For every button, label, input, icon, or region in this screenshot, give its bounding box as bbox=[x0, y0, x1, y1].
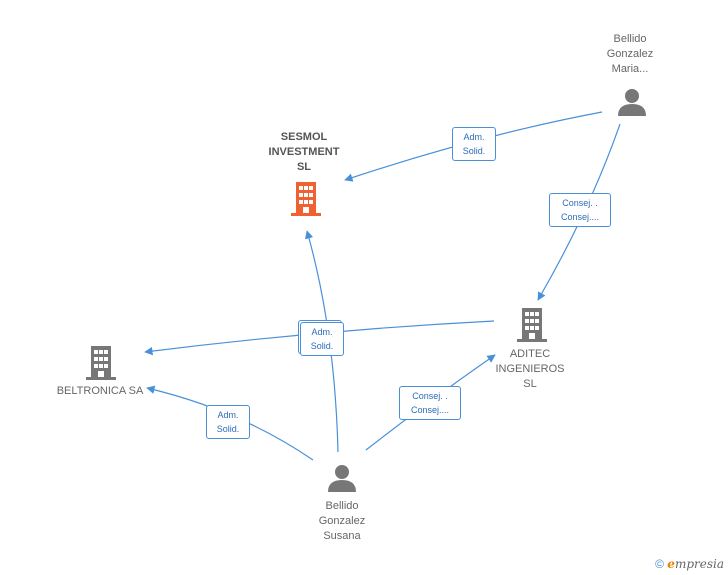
edge-label-susana-beltronica[interactable]: Adm. Solid. bbox=[206, 405, 250, 439]
node-label-sesmol[interactable]: SESMOL INVESTMENT SL bbox=[268, 131, 340, 173]
node-label-susana[interactable]: Bellido Gonzalez Susana bbox=[318, 500, 366, 542]
node-label-aditec[interactable]: ADITEC INGENIEROS SL bbox=[495, 348, 565, 390]
brand-logo: empresia bbox=[667, 557, 724, 571]
building-icon[interactable] bbox=[517, 308, 547, 342]
footer-brand[interactable]: © empresia bbox=[655, 557, 724, 571]
edge-label-maria-aditec[interactable]: Consej. . Consej.... bbox=[549, 193, 611, 227]
person-icon[interactable] bbox=[618, 89, 646, 116]
edge-label-susana-sesmol[interactable]: Adm. Solid. bbox=[300, 322, 344, 356]
edge-label-susana-aditec[interactable]: Consej. . Consej.... bbox=[399, 386, 461, 420]
node-label-maria[interactable]: Bellido Gonzalez Maria... bbox=[606, 33, 654, 75]
node-label-beltronica[interactable]: BELTRONICA SA bbox=[56, 385, 144, 397]
copyright-icon: © bbox=[655, 557, 664, 571]
person-icon[interactable] bbox=[328, 465, 356, 492]
edge-label-maria-sesmol[interactable]: Adm. Solid. bbox=[452, 127, 496, 161]
building-icon[interactable] bbox=[291, 182, 321, 216]
building-icon[interactable] bbox=[86, 346, 116, 380]
